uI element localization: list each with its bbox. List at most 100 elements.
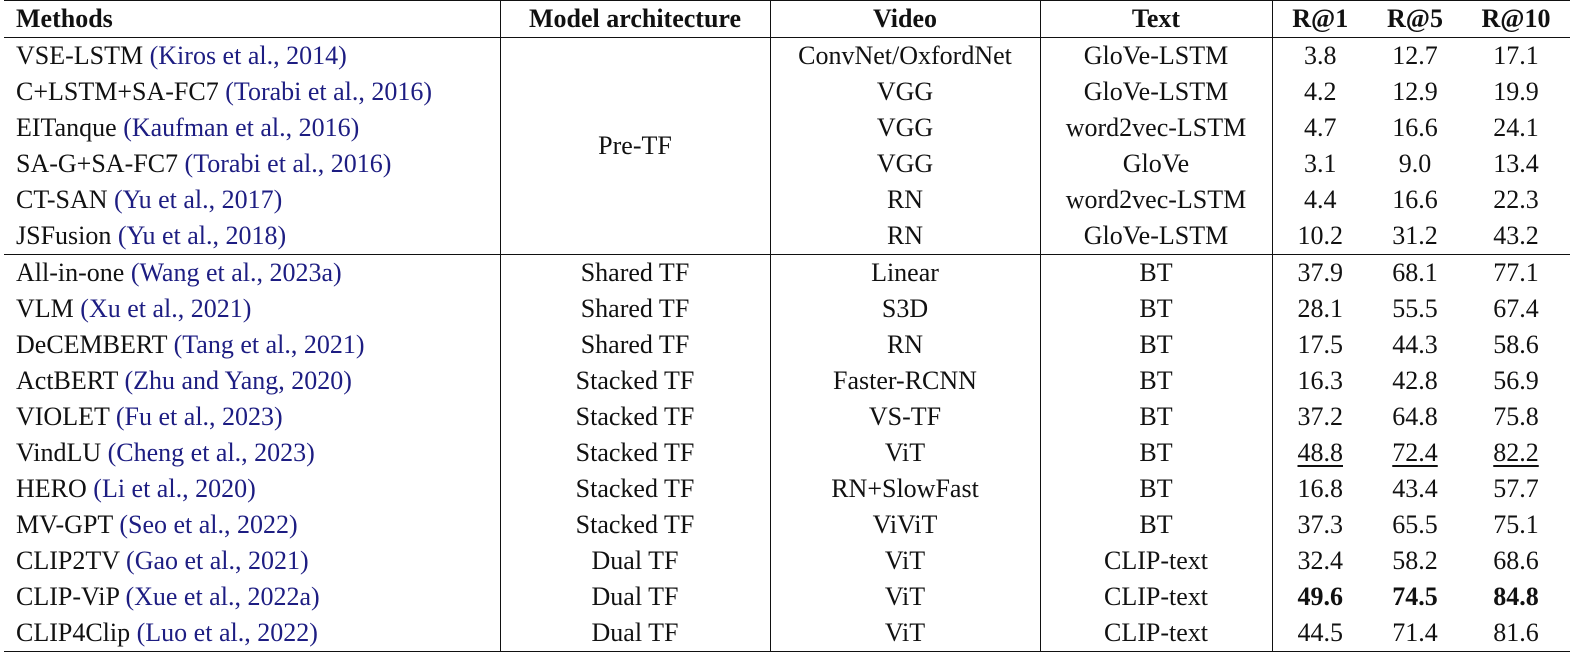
r10-cell: 75.1 bbox=[1493, 510, 1539, 539]
citation-link[interactable]: (Fu et al., 2023) bbox=[115, 402, 283, 431]
method-cell: DeCEMBERT (Tang et al., 2021) bbox=[4, 327, 501, 363]
method-name: SA-G+SA-FC7 bbox=[16, 149, 179, 178]
text-cell: BT bbox=[1040, 291, 1273, 327]
text-cell: BT bbox=[1040, 399, 1273, 435]
r1-cell: 4.7 bbox=[1304, 113, 1337, 142]
r1-value: 49.6 bbox=[1297, 582, 1344, 611]
r1-cell: 16.8 bbox=[1297, 474, 1344, 503]
video-cell: VGG bbox=[770, 110, 1041, 146]
text-cell: GloVe-LSTM bbox=[1040, 37, 1273, 74]
citation-link[interactable]: (Torabi et al., 2016) bbox=[225, 77, 433, 106]
method-cell: VLM (Xu et al., 2021) bbox=[4, 291, 501, 327]
architecture-cell: Dual TF bbox=[500, 615, 771, 652]
video-cell: Faster-RCNN bbox=[770, 363, 1041, 399]
method-cell: All-in-one (Wang et al., 2023a) bbox=[4, 254, 501, 291]
r5-cell: 71.4 bbox=[1392, 618, 1438, 647]
text-cell: word2vec-LSTM bbox=[1040, 110, 1273, 146]
text-cell: BT bbox=[1040, 507, 1273, 543]
transformer-group: All-in-one (Wang et al., 2023a)Shared TF… bbox=[4, 254, 1570, 652]
r1-cell: 37.2 bbox=[1297, 402, 1344, 431]
architecture-cell: Stacked TF bbox=[500, 471, 771, 507]
method-cell: JSFusion (Yu et al., 2018) bbox=[4, 218, 501, 255]
method-name: CT-SAN bbox=[16, 185, 108, 214]
method-name: CLIP4Clip bbox=[16, 618, 131, 647]
citation-link[interactable]: (Yu et al., 2017) bbox=[114, 185, 283, 214]
citation-link[interactable]: (Xue et al., 2022a) bbox=[125, 582, 320, 611]
r10-cell: 22.3 bbox=[1493, 185, 1539, 214]
citation-link[interactable]: (Li et al., 2020) bbox=[93, 474, 256, 503]
method-name: JSFusion bbox=[16, 221, 112, 250]
video-cell: VS-TF bbox=[770, 399, 1041, 435]
architecture-cell: Dual TF bbox=[500, 543, 771, 579]
architecture-cell: Shared TF bbox=[500, 291, 771, 327]
citation-link[interactable]: (Xu et al., 2021) bbox=[80, 294, 252, 323]
method-name: VIOLET bbox=[16, 402, 110, 431]
method-name: DeCEMBERT bbox=[16, 330, 168, 359]
method-cell: C+LSTM+SA-FC7 (Torabi et al., 2016) bbox=[4, 74, 501, 110]
method-name: All-in-one bbox=[16, 258, 125, 287]
citation-link[interactable]: (Luo et al., 2022) bbox=[136, 618, 318, 647]
citation-link[interactable]: (Yu et al., 2018) bbox=[117, 221, 287, 250]
video-cell: ConvNet/OxfordNet bbox=[770, 37, 1041, 74]
r1-cell: 3.1 bbox=[1304, 149, 1337, 178]
r1-cell: 16.3 bbox=[1297, 366, 1344, 395]
citation-link[interactable]: (Torabi et al., 2016) bbox=[184, 149, 392, 178]
citation-link[interactable]: (Tang et al., 2021) bbox=[173, 330, 365, 359]
architecture-cell: Stacked TF bbox=[500, 507, 771, 543]
video-cell: ViViT bbox=[770, 507, 1041, 543]
text-cell: BT bbox=[1040, 435, 1273, 471]
method-name: VSE-LSTM bbox=[16, 41, 144, 70]
architecture-cell: Stacked TF bbox=[500, 435, 771, 471]
architecture-cell: Stacked TF bbox=[500, 363, 771, 399]
method-cell: VindLU (Cheng et al., 2023) bbox=[4, 435, 501, 471]
r10-cell: 84.8 bbox=[1462, 579, 1570, 615]
citation-link[interactable]: (Seo et al., 2022) bbox=[119, 510, 298, 539]
r5-value: 74.5 bbox=[1392, 582, 1438, 611]
header-row: Methods Model architecture Video Text R@… bbox=[4, 0, 1570, 38]
r10-cell: 67.4 bbox=[1493, 294, 1539, 323]
r5-cell: 16.6 bbox=[1392, 113, 1438, 142]
citation-link[interactable]: (Wang et al., 2023a) bbox=[130, 258, 342, 287]
table-row: All-in-one (Wang et al., 2023a)Shared TF… bbox=[4, 254, 1570, 291]
method-cell: MV-GPT (Seo et al., 2022) bbox=[4, 507, 501, 543]
method-cell: CT-SAN (Yu et al., 2017) bbox=[4, 182, 501, 218]
r5-cell: 64.8 bbox=[1392, 402, 1438, 431]
text-cell: BT bbox=[1040, 327, 1273, 363]
r10-cell: 24.1 bbox=[1493, 113, 1539, 142]
method-cell: CLIP-ViP (Xue et al., 2022a) bbox=[4, 579, 501, 615]
text-cell: CLIP-text bbox=[1040, 579, 1273, 615]
citation-link[interactable]: (Gao et al., 2021) bbox=[126, 546, 309, 575]
r1-cell: 32.4 bbox=[1297, 546, 1344, 575]
video-cell: RN bbox=[770, 327, 1041, 363]
citation-link[interactable]: (Cheng et al., 2023) bbox=[107, 438, 315, 467]
r1-cell: 3.8 bbox=[1304, 41, 1337, 70]
r5-cell: 72.4 bbox=[1368, 435, 1462, 471]
r5-cell: 65.5 bbox=[1392, 510, 1438, 539]
citation-link[interactable]: (Kaufman et al., 2016) bbox=[123, 113, 360, 142]
r5-cell: 12.7 bbox=[1392, 41, 1438, 70]
video-cell: RN bbox=[770, 218, 1041, 255]
r10-cell: 68.6 bbox=[1493, 546, 1539, 575]
citation-link[interactable]: (Zhu and Yang, 2020) bbox=[124, 366, 352, 395]
method-name: C+LSTM+SA-FC7 bbox=[16, 77, 219, 106]
architecture-cell: Shared TF bbox=[500, 327, 771, 363]
header-r10: R@10 bbox=[1481, 4, 1551, 33]
r10-value: 84.8 bbox=[1493, 582, 1539, 611]
video-cell: ViT bbox=[770, 435, 1041, 471]
method-name: HERO bbox=[16, 474, 87, 503]
citation-link[interactable]: (Kiros et al., 2014) bbox=[149, 41, 347, 70]
text-cell: GloVe-LSTM bbox=[1040, 74, 1273, 110]
r10-value: 82.2 bbox=[1493, 438, 1539, 467]
method-name: VLM bbox=[16, 294, 74, 323]
header-r1: R@1 bbox=[1292, 4, 1349, 33]
video-cell: VGG bbox=[770, 74, 1041, 110]
